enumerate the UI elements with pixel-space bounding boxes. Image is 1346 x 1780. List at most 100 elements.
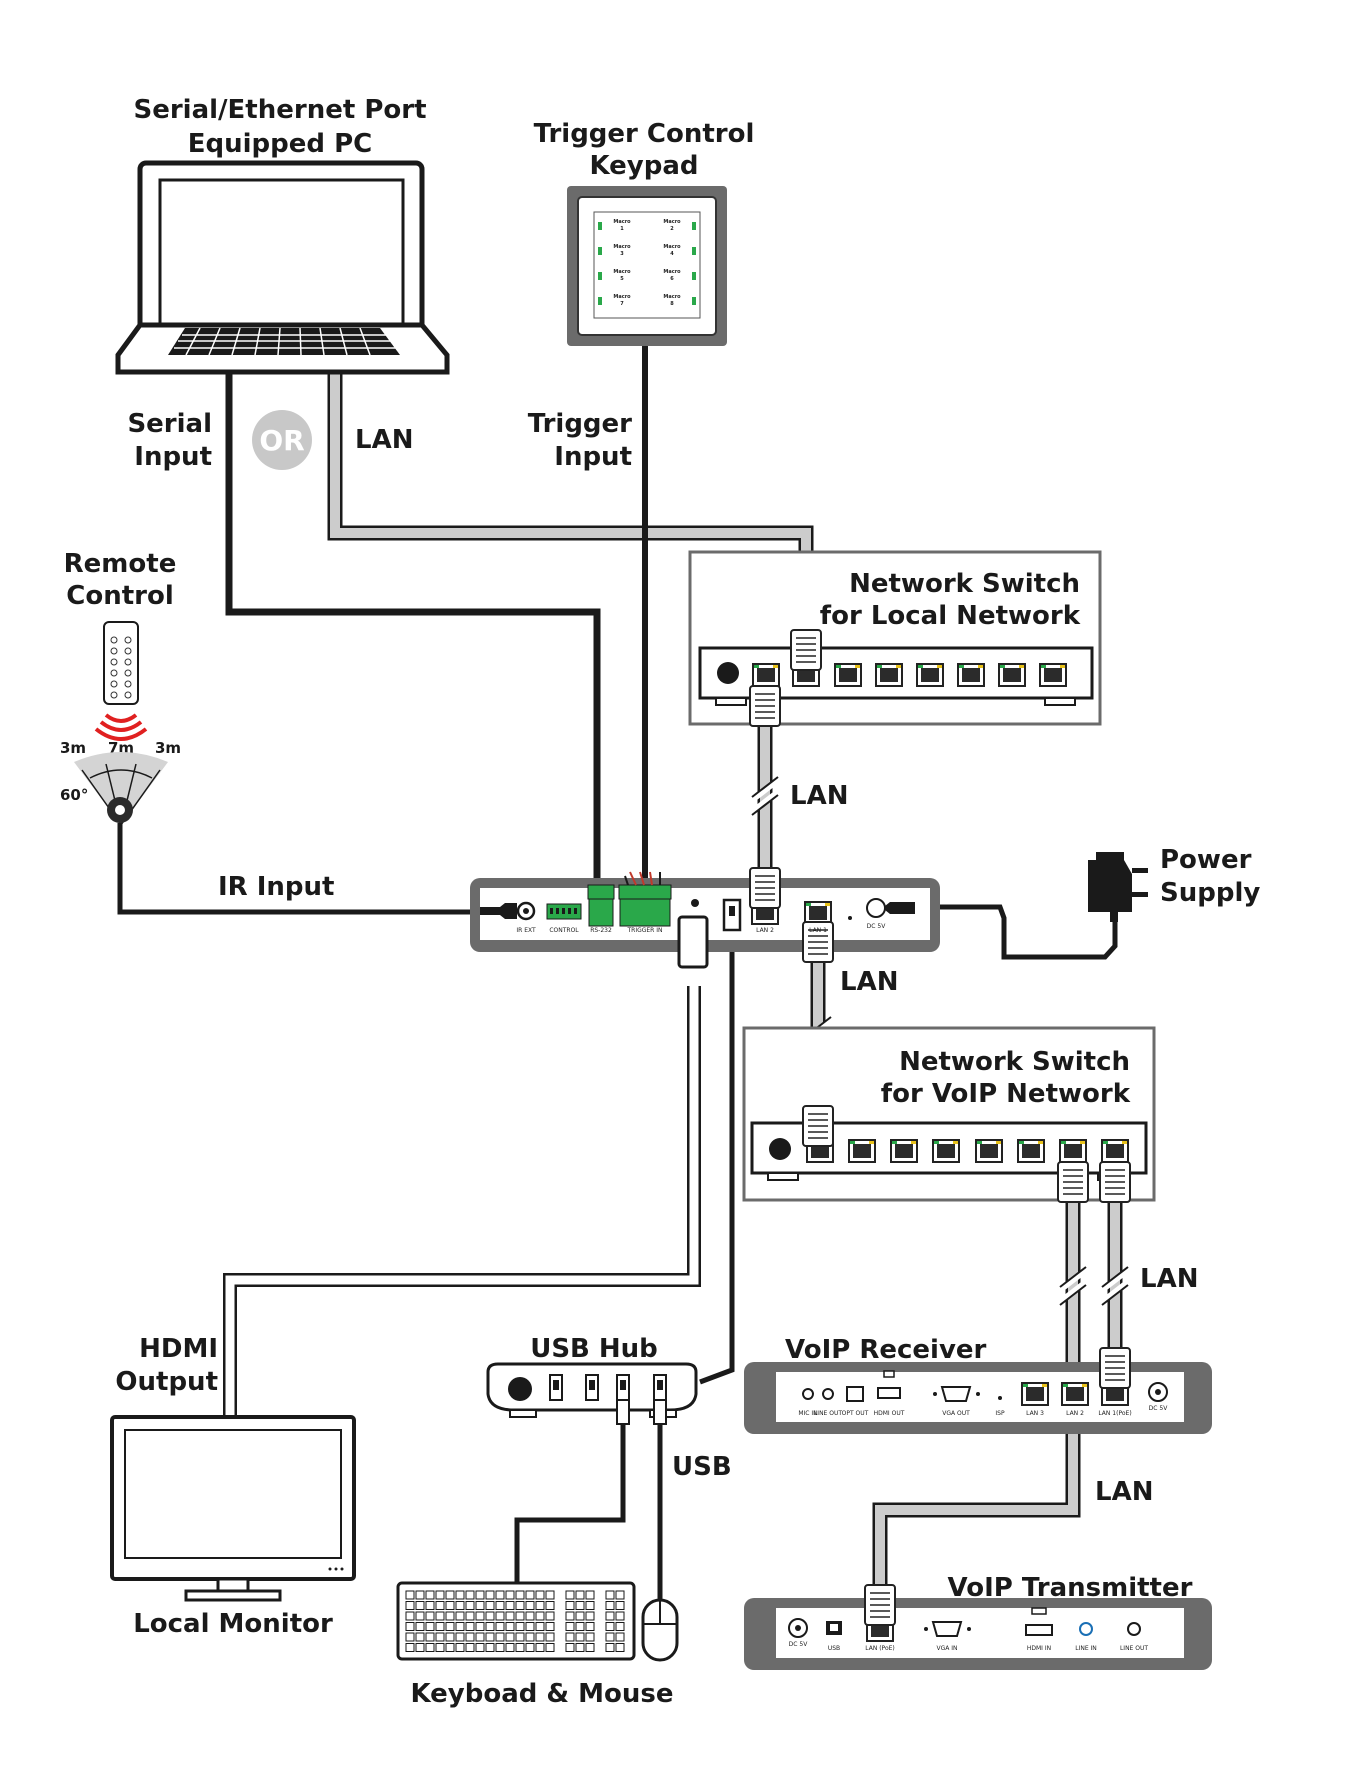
mouse — [641, 1598, 679, 1662]
rx-port-dc: DC 5V — [1149, 1405, 1169, 1412]
dc-port — [866, 898, 886, 918]
usb-cable-hub — [699, 950, 735, 1385]
keyboard-key — [405, 1601, 415, 1610]
keyboard-key — [485, 1622, 495, 1631]
keyboard-key — [505, 1601, 515, 1610]
voip-transmitter: DC 5V USB LAN (PoE) VGA IN HDMI IN LINE … — [744, 1584, 1212, 1670]
keyboard-key — [545, 1590, 555, 1600]
keyboard-key — [465, 1622, 475, 1631]
keyboard-key — [435, 1622, 445, 1631]
keyboard-key — [575, 1601, 585, 1610]
keyboard-key — [525, 1611, 535, 1621]
main-port-lan1: LAN 1 — [809, 927, 827, 934]
keyboard-key — [425, 1622, 435, 1631]
rs232-port — [588, 897, 614, 927]
keyboard-key — [515, 1643, 525, 1652]
usb-cable-keyboard — [514, 1420, 626, 1582]
power-cable — [915, 904, 1118, 960]
switch-local-title-line2: for Local Network — [820, 601, 1081, 631]
keyboard-key — [485, 1590, 495, 1600]
ir-input-label: IR Input — [218, 872, 334, 902]
keypad-key-label: 3 — [620, 251, 624, 257]
lan-label-local: LAN — [790, 781, 848, 811]
keyboard-key — [495, 1601, 505, 1610]
usb-hub-label: USB Hub — [530, 1334, 658, 1364]
keyboard-key — [565, 1632, 575, 1642]
keyboard-key — [515, 1632, 525, 1642]
tx-port-hdmi-in: HDMI IN — [1027, 1645, 1051, 1652]
keyboard-key — [495, 1611, 505, 1621]
angle-label: 60° — [60, 786, 88, 804]
keyboard-key — [425, 1632, 435, 1642]
keyboard-key — [445, 1622, 455, 1631]
network-switch-voip — [742, 1026, 1156, 1203]
keyboard-mouse-label: Keyboad & Mouse — [410, 1679, 673, 1709]
keyboard-key — [525, 1601, 535, 1610]
keypad-title-line2: Keypad — [589, 151, 698, 181]
keyboard-key — [615, 1622, 625, 1631]
keyboard-key — [445, 1601, 455, 1610]
main-port-rs232: RS-232 — [590, 927, 612, 934]
keyboard-key — [575, 1643, 585, 1652]
keypad-key-label: 1 — [620, 226, 624, 232]
local-monitor-label: Local Monitor — [133, 1609, 333, 1639]
keypad-key-label: Macro — [613, 269, 631, 275]
keyboard-key — [455, 1601, 465, 1610]
keyboard-key — [415, 1601, 425, 1610]
keyboard-key — [535, 1590, 545, 1600]
keyboard-key — [575, 1590, 585, 1600]
keyboard-key — [495, 1632, 505, 1642]
keypad-title-line1: Trigger Control — [534, 119, 755, 149]
keyboard-key — [405, 1643, 415, 1652]
keypad-key-label: Macro — [613, 244, 631, 250]
rx-port-lan2: LAN 2 — [1066, 1410, 1084, 1417]
tx-port-lan: LAN (PoE) — [865, 1645, 895, 1652]
keyboard-key — [445, 1611, 455, 1621]
keyboard-key — [415, 1590, 425, 1600]
keyboard-key — [535, 1611, 545, 1621]
keyboard-key — [505, 1590, 515, 1600]
keyboard-key — [575, 1611, 585, 1621]
keyboard-key — [545, 1643, 555, 1652]
keyboard-key — [425, 1601, 435, 1610]
switch-voip-title-line1: Network Switch — [899, 1047, 1130, 1077]
keyboard-key — [525, 1622, 535, 1631]
hdmi-out-port — [677, 915, 709, 969]
keyboard-key — [445, 1590, 455, 1600]
keyboard-key — [615, 1643, 625, 1652]
voip-receiver: MIC IN LINE OUT OPT OUT HDMI OUT VGA OUT… — [744, 1347, 1212, 1434]
keyboard-key — [475, 1632, 485, 1642]
trigger-label-line2: Input — [554, 442, 632, 472]
keyboard-key — [505, 1622, 515, 1631]
keyboard-key — [405, 1611, 415, 1621]
keyboard-key — [525, 1632, 535, 1642]
keypad-key-label: Macro — [663, 269, 681, 275]
keyboard-key — [485, 1601, 495, 1610]
keyboard-key — [415, 1611, 425, 1621]
keyboard-key — [495, 1622, 505, 1631]
keyboard-key — [525, 1643, 535, 1652]
keyboard-key — [445, 1643, 455, 1652]
trigger-label-line1: Trigger — [528, 409, 632, 439]
keyboard-key — [495, 1643, 505, 1652]
switch-voip-title-line2: for VoIP Network — [881, 1079, 1131, 1109]
keypad-key-label: 4 — [670, 251, 674, 257]
keyboard-key — [535, 1622, 545, 1631]
keypad-key-label: Macro — [613, 219, 631, 225]
main-port-trigger-in: TRIGGER IN — [626, 927, 662, 934]
keyboard-key — [585, 1643, 595, 1652]
keyboard-key — [455, 1632, 465, 1642]
range-right: 3m — [155, 739, 181, 757]
keyboard-key — [465, 1601, 475, 1610]
rx-port-isp: ISP — [995, 1410, 1005, 1417]
keyboard-key — [455, 1622, 465, 1631]
keypad-key-label: 7 — [620, 301, 624, 307]
keyboard-key — [615, 1601, 625, 1610]
keyboard-key — [475, 1611, 485, 1621]
